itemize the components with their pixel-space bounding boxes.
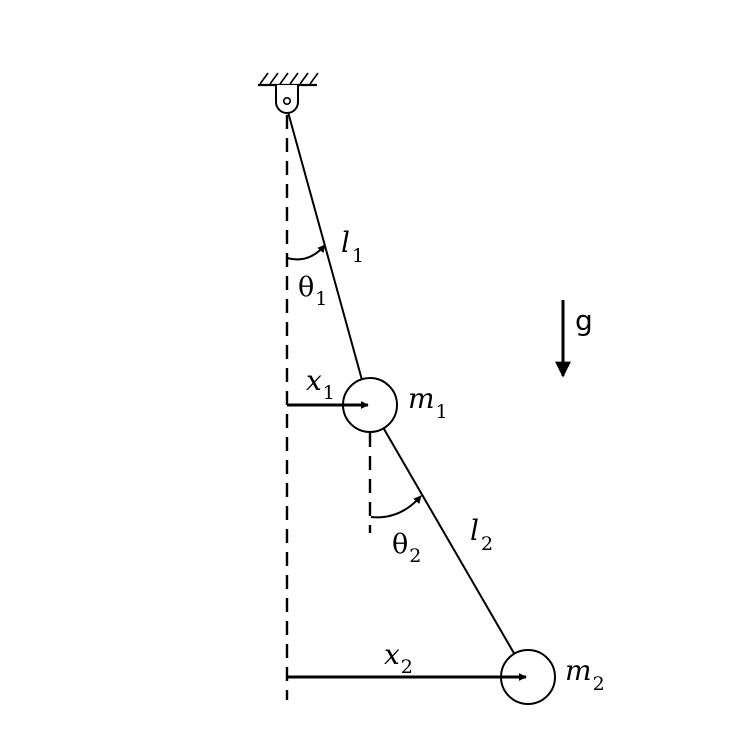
theta2-arc xyxy=(370,495,422,519)
label-m2: m2 xyxy=(565,654,605,695)
label-theta2: θ2 xyxy=(392,529,421,567)
label-x2: x2 xyxy=(384,638,413,678)
label-m1: m1 xyxy=(408,382,448,423)
theta1-arc xyxy=(286,244,326,261)
pivot-mount xyxy=(275,85,299,114)
label-x1: x1 xyxy=(306,364,335,404)
rod-2 xyxy=(383,428,516,656)
label-gravity: g xyxy=(575,304,593,337)
label-theta1: θ1 xyxy=(298,272,327,310)
ceiling-support xyxy=(258,72,319,87)
